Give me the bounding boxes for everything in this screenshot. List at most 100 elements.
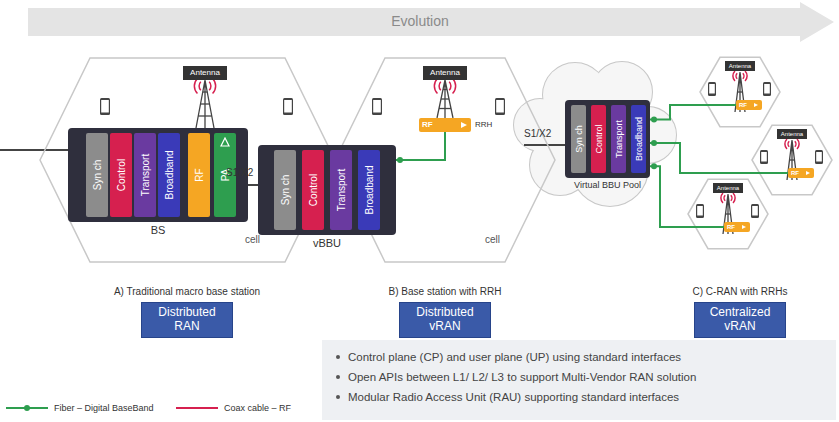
antenna-label-box: Antenna bbox=[423, 66, 467, 80]
backhaul-line bbox=[524, 144, 565, 146]
legend-sample bbox=[176, 407, 218, 409]
rrh-box: RF bbox=[736, 100, 762, 110]
function-label: Broadband bbox=[164, 151, 175, 200]
function-block: Control bbox=[591, 105, 606, 173]
interface-label: S1/X2 bbox=[524, 128, 551, 140]
fiber-joint bbox=[651, 140, 657, 146]
antenna-tower bbox=[434, 78, 455, 118]
legend-text: Coax cable – RF bbox=[224, 402, 291, 414]
fiber-link bbox=[396, 132, 445, 160]
rf-label: RF bbox=[419, 118, 433, 132]
ran-type-label: Distributed vRAN bbox=[406, 306, 484, 334]
rf-label: RF bbox=[736, 100, 747, 110]
phone-icon bbox=[708, 82, 716, 96]
phone-icon bbox=[696, 204, 704, 218]
function-block: Transport bbox=[330, 150, 352, 230]
unit-label: Virtual BBU Pool bbox=[545, 180, 670, 190]
amplifier-symbol bbox=[805, 170, 811, 176]
function-label: Control bbox=[116, 159, 127, 191]
amplifier-symbol bbox=[741, 224, 747, 230]
function-block: Broadband bbox=[158, 133, 180, 217]
function-block: Broadband bbox=[631, 105, 646, 173]
cell-label: cell bbox=[485, 234, 500, 245]
phone-icon bbox=[760, 150, 768, 164]
notes-panel: Control plane (CP) and user plane (UP) u… bbox=[322, 340, 836, 420]
function-block: Syn ch bbox=[86, 133, 108, 217]
fiber-link bbox=[650, 166, 724, 227]
antenna-label-box: Antenna bbox=[713, 183, 743, 193]
ran-type-box: Distributed vRAN bbox=[399, 302, 491, 338]
function-label: Transport bbox=[614, 120, 624, 158]
phone-icon bbox=[372, 98, 382, 115]
antenna-label: Antenna bbox=[717, 183, 739, 193]
function-block: Syn ch bbox=[571, 105, 586, 173]
fiber-link bbox=[650, 143, 788, 173]
function-label: Transport bbox=[140, 154, 151, 196]
rf-label: RF bbox=[788, 168, 799, 178]
baseband-unit: vBBUSyn chControlTransportBroadband bbox=[258, 145, 396, 235]
function-block: RF bbox=[188, 133, 210, 217]
legend-text: Fiber – Digital BaseBand bbox=[54, 402, 154, 414]
caption: A) Traditional macro base station bbox=[92, 286, 282, 298]
backhaul-line bbox=[0, 149, 68, 151]
antenna-label-box: Antenna bbox=[777, 129, 807, 139]
function-label: Control bbox=[308, 174, 319, 206]
antenna-label: Antenna bbox=[430, 66, 460, 80]
fiber-joint bbox=[397, 157, 403, 163]
function-label: RF bbox=[194, 168, 205, 181]
phone-icon bbox=[495, 98, 505, 115]
baseband-unit: Virtual BBU PoolSyn chControlTransportBr… bbox=[565, 100, 650, 178]
function-label: Syn ch bbox=[280, 175, 291, 206]
cell-label: cell bbox=[245, 234, 260, 245]
unit-label: vBBU bbox=[238, 237, 416, 249]
bullet-text: Modular Radio Access Unit (RAU) supporti… bbox=[348, 387, 826, 407]
amplifier-symbol bbox=[220, 137, 230, 147]
antenna-label: Antenna bbox=[781, 129, 803, 139]
cloud bbox=[514, 62, 676, 206]
small-cell bbox=[700, 57, 780, 126]
rf-label: RF bbox=[724, 222, 735, 232]
function-block: Transport bbox=[134, 133, 156, 217]
ran-type-label: Centralized vRAN bbox=[701, 306, 779, 334]
phone-icon bbox=[815, 150, 823, 164]
function-label: Broadband bbox=[634, 117, 644, 161]
unit-label: BS bbox=[48, 224, 268, 236]
fiber-joint bbox=[651, 117, 657, 123]
function-block: Syn ch bbox=[274, 150, 296, 230]
function-label: Control bbox=[594, 124, 604, 153]
caption: B) Base station with RRH bbox=[350, 286, 540, 298]
antenna-label: Antenna bbox=[190, 66, 220, 80]
function-label: Transport bbox=[336, 169, 347, 211]
function-block: Control bbox=[110, 133, 132, 217]
legend-sample bbox=[24, 405, 30, 411]
function-block: Transport bbox=[611, 105, 626, 173]
amplifier-symbol bbox=[753, 102, 759, 108]
function-label: Broadband bbox=[364, 166, 375, 215]
antenna-label: Antenna bbox=[729, 61, 751, 71]
antenna-label-box: Antenna bbox=[183, 66, 227, 80]
phone-icon bbox=[751, 204, 759, 218]
rrh-box: RFRRH bbox=[419, 118, 471, 132]
small-cell bbox=[688, 179, 768, 248]
bullet-text: Open APIs between L1/ L2/ L3 to support … bbox=[348, 367, 826, 387]
small-cell bbox=[752, 125, 832, 194]
phone-icon bbox=[100, 98, 110, 115]
fiber-joint bbox=[651, 163, 657, 169]
function-block: Broadband bbox=[358, 150, 380, 230]
phone-icon bbox=[763, 82, 771, 96]
evolution-label: Evolution bbox=[320, 13, 520, 30]
rrh-box: RF bbox=[788, 168, 814, 178]
antenna-label-box: Antenna bbox=[725, 61, 755, 71]
baseband-unit: BSSyn chControlTransportBroadbandRFPA bbox=[68, 128, 248, 222]
caption: C) C-RAN with RRHs bbox=[645, 286, 835, 298]
ran-type-label: Distributed RAN bbox=[148, 306, 226, 334]
function-label: Syn ch bbox=[574, 125, 584, 153]
phone-icon bbox=[283, 98, 293, 115]
antenna-tower bbox=[194, 78, 215, 128]
function-block: Control bbox=[302, 150, 324, 230]
ran-type-box: Distributed RAN bbox=[141, 302, 233, 338]
amplifier-symbol bbox=[460, 121, 468, 129]
rrh-box: RF bbox=[724, 222, 750, 232]
rrh-label: RRH bbox=[475, 118, 492, 132]
function-label: Syn ch bbox=[92, 160, 103, 191]
